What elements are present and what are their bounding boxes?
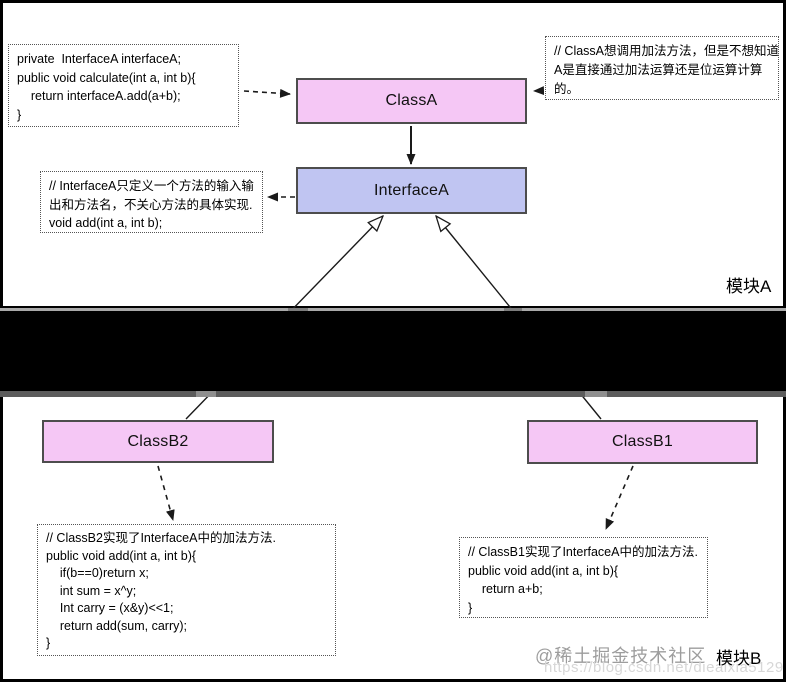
code-line: if(b==0)return x; — [46, 566, 149, 580]
arrow-classB1-to-code — [605, 465, 634, 530]
code-line: public void calculate(int a, int b){ — [17, 70, 196, 85]
divider-band-top-edge — [0, 308, 786, 311]
watermark-url: https://blog.csdn.net/dieaixia5129 — [544, 659, 784, 676]
code-line: } — [46, 636, 51, 650]
module-a-frame — [0, 0, 786, 309]
watermark-community: @稀土掘金技术社区 — [535, 646, 707, 666]
note-line: // InterfaceA只定义一个方法的输入输 — [49, 179, 254, 193]
code-line: // ClassB2实现了InterfaceA中的加法方法. — [46, 531, 276, 545]
node-class-a: ClassA — [296, 78, 527, 124]
code-line: // ClassB1实现了InterfaceA中的加法方法. — [468, 545, 698, 559]
node-interface-a: InterfaceA — [296, 167, 527, 214]
annotation-interface-a-note: // InterfaceA只定义一个方法的输入输 出和方法名，不关心方法的具体实… — [40, 171, 263, 233]
module-b-label: 模块B — [716, 649, 762, 668]
annotation-class-b1-code: // ClassB1实现了InterfaceA中的加法方法. public vo… — [459, 537, 708, 618]
code-line: int sum = x^y; — [46, 583, 137, 598]
code-line: return add(sum, carry); — [46, 618, 188, 633]
note-line: // ClassA想调用加法方法，但是不想知道 — [554, 44, 780, 58]
code-line: public void add(int a, int b){ — [468, 563, 619, 578]
node-class-b1-label: ClassB1 — [612, 433, 673, 450]
divider-band-bottom-edge — [0, 391, 786, 397]
note-line: 的。 — [554, 82, 580, 96]
note-line: void add(int a, int b); — [49, 216, 163, 230]
node-class-b1: ClassB1 — [527, 420, 758, 464]
annotation-class-a-code: private InterfaceA interfaceA; public vo… — [8, 44, 239, 127]
code-line: return a+b; — [468, 582, 543, 596]
code-line: Int carry = (x&y)<<1; — [46, 601, 174, 615]
annotation-class-b2-code: // ClassB2实现了InterfaceA中的加法方法. public vo… — [37, 524, 336, 656]
note-line: A是直接通过加法运算还是位运算计算 — [554, 63, 763, 77]
arrow-classB2-to-code — [157, 465, 175, 521]
annotation-class-a-note: // ClassA想调用加法方法，但是不想知道 A是直接通过加法运算还是位运算计… — [545, 36, 779, 100]
node-class-a-label: ClassA — [385, 92, 438, 109]
code-line: } — [468, 600, 473, 615]
module-a-label: 模块A — [726, 277, 772, 296]
node-class-b2: ClassB2 — [42, 420, 274, 463]
note-line: 出和方法名，不关心方法的具体实现. — [49, 197, 253, 212]
arrow-codeA-to-classA — [243, 88, 291, 98]
code-line: public void add(int a, int b){ — [46, 548, 197, 563]
code-line: return interfaceA.add(a+b); — [17, 89, 181, 103]
divider-band — [0, 308, 786, 397]
node-class-b2-label: ClassB2 — [127, 432, 189, 450]
code-line: private InterfaceA interfaceA; — [17, 52, 181, 66]
node-interface-a-label: InterfaceA — [374, 181, 449, 199]
code-line: } — [17, 107, 22, 122]
